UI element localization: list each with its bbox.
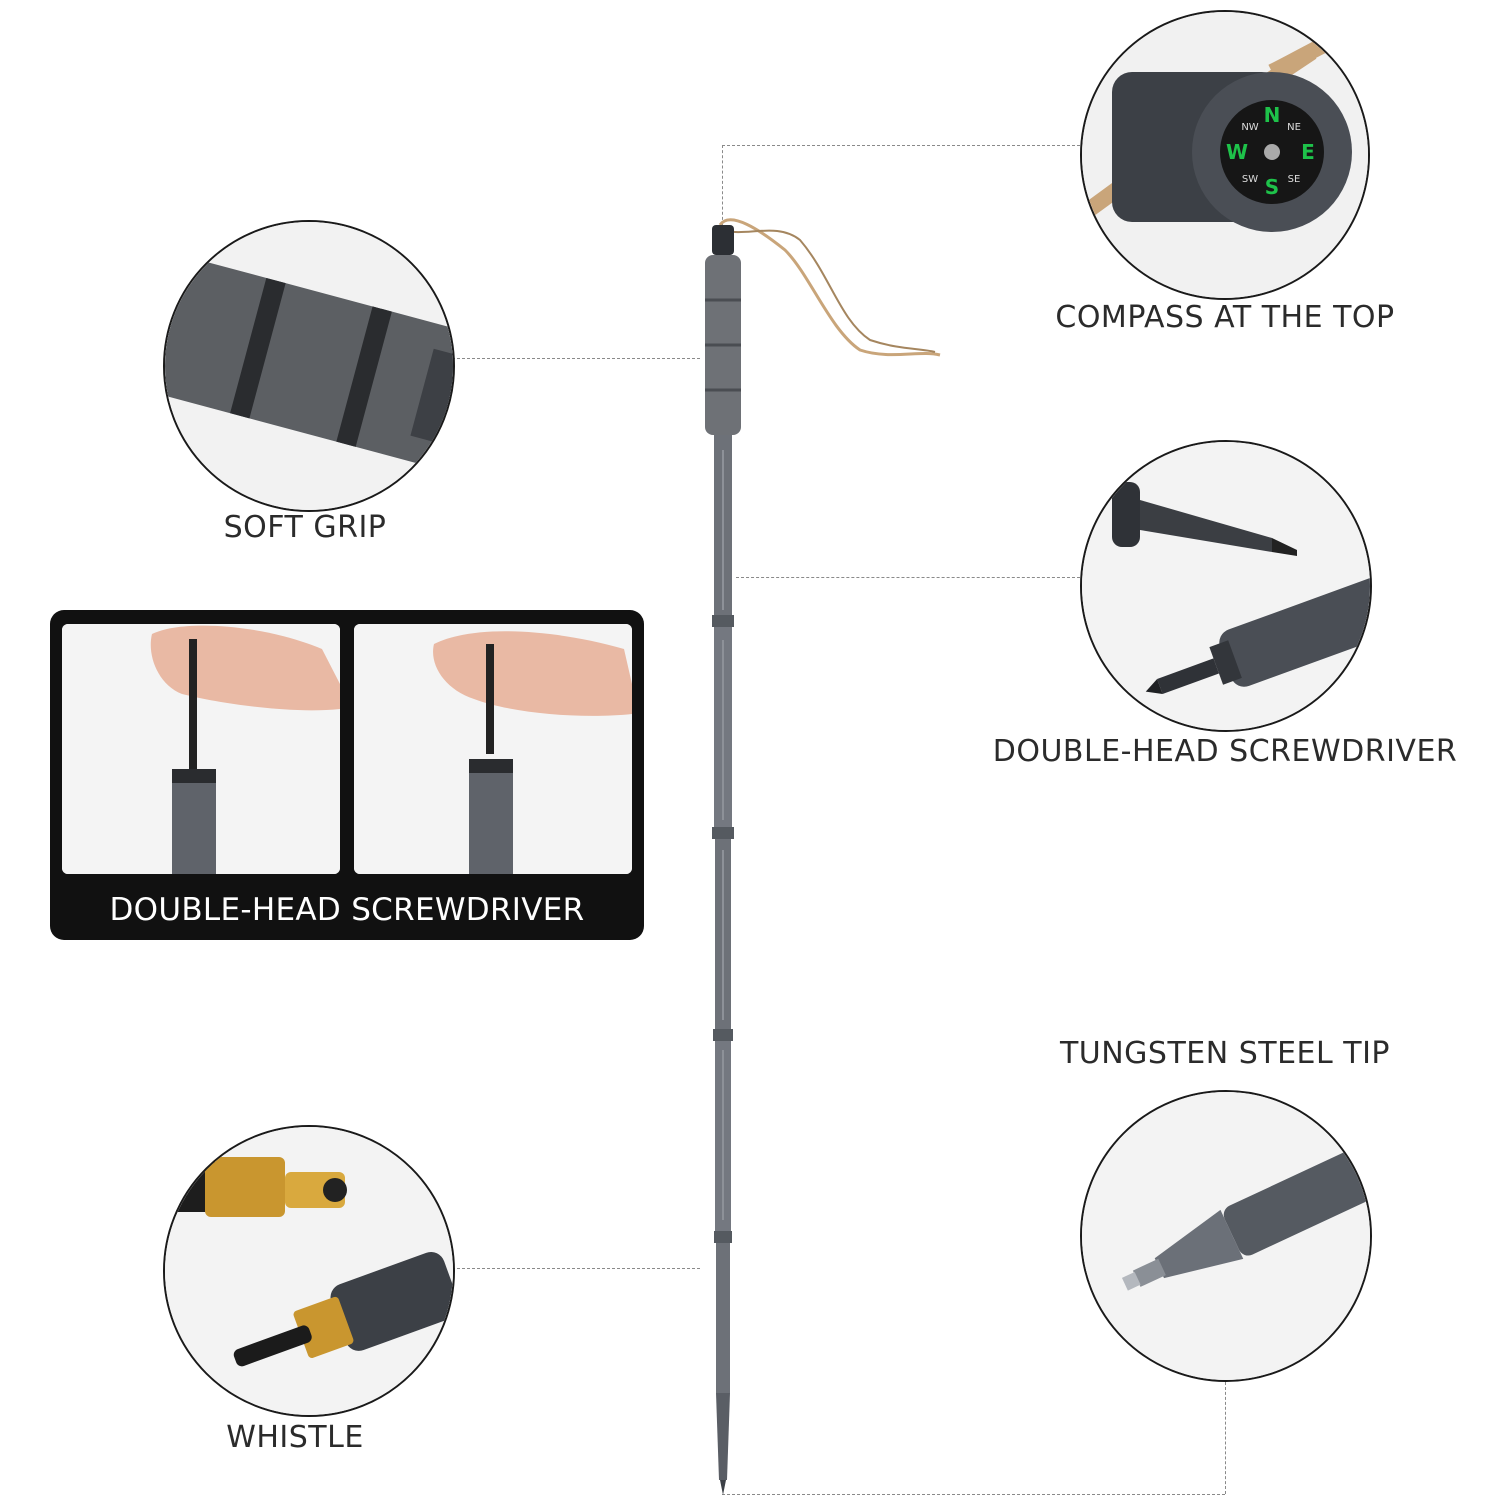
compass-north-label: N — [1264, 103, 1281, 127]
whistle-closeup — [163, 1125, 455, 1417]
leader-line-screwdriver — [736, 577, 1080, 578]
screwdriver-closeup — [1080, 440, 1372, 732]
compass-west-label: W — [1226, 140, 1248, 164]
screwdriver-label-right: DOUBLE-HEAD SCREWDRIVER — [992, 734, 1458, 769]
leader-line-tip-horizontal — [722, 1494, 1225, 1495]
soft-grip-label: SOFT GRIP — [223, 510, 387, 545]
leader-line-whistle — [452, 1268, 700, 1269]
compass-closeup: N S E W NE NW SW SE — [1080, 10, 1370, 300]
tungsten-tip-label: TUNGSTEN STEEL TIP — [1059, 1036, 1391, 1071]
compass-south-label: S — [1265, 175, 1279, 199]
compass-ne-label: NE — [1287, 122, 1301, 133]
trekking-pole — [690, 180, 941, 1500]
leader-line-soft-grip — [452, 358, 700, 359]
compass-label: COMPASS AT THE TOP — [1055, 300, 1395, 335]
compass-sw-label: SW — [1242, 174, 1258, 185]
soft-grip-closeup — [163, 220, 455, 512]
leader-line-compass-top — [722, 145, 1080, 146]
screwdriver-panel-caption: DOUBLE-HEAD SCREWDRIVER — [109, 892, 585, 928]
screwdriver-photo-removing — [62, 624, 340, 874]
whistle-label: WHISTLE — [226, 1420, 364, 1455]
leader-line-tip-vertical — [1225, 1382, 1226, 1494]
screwdriver-photo-inserting — [354, 624, 632, 874]
compass-se-label: SE — [1288, 174, 1301, 185]
compass-nw-label: NW — [1241, 122, 1258, 133]
leader-line-compass-drop — [722, 145, 723, 225]
tungsten-tip-closeup — [1080, 1090, 1372, 1382]
screwdriver-demo-panel: DOUBLE-HEAD SCREWDRIVER — [50, 610, 644, 940]
compass-east-label: E — [1301, 140, 1315, 164]
